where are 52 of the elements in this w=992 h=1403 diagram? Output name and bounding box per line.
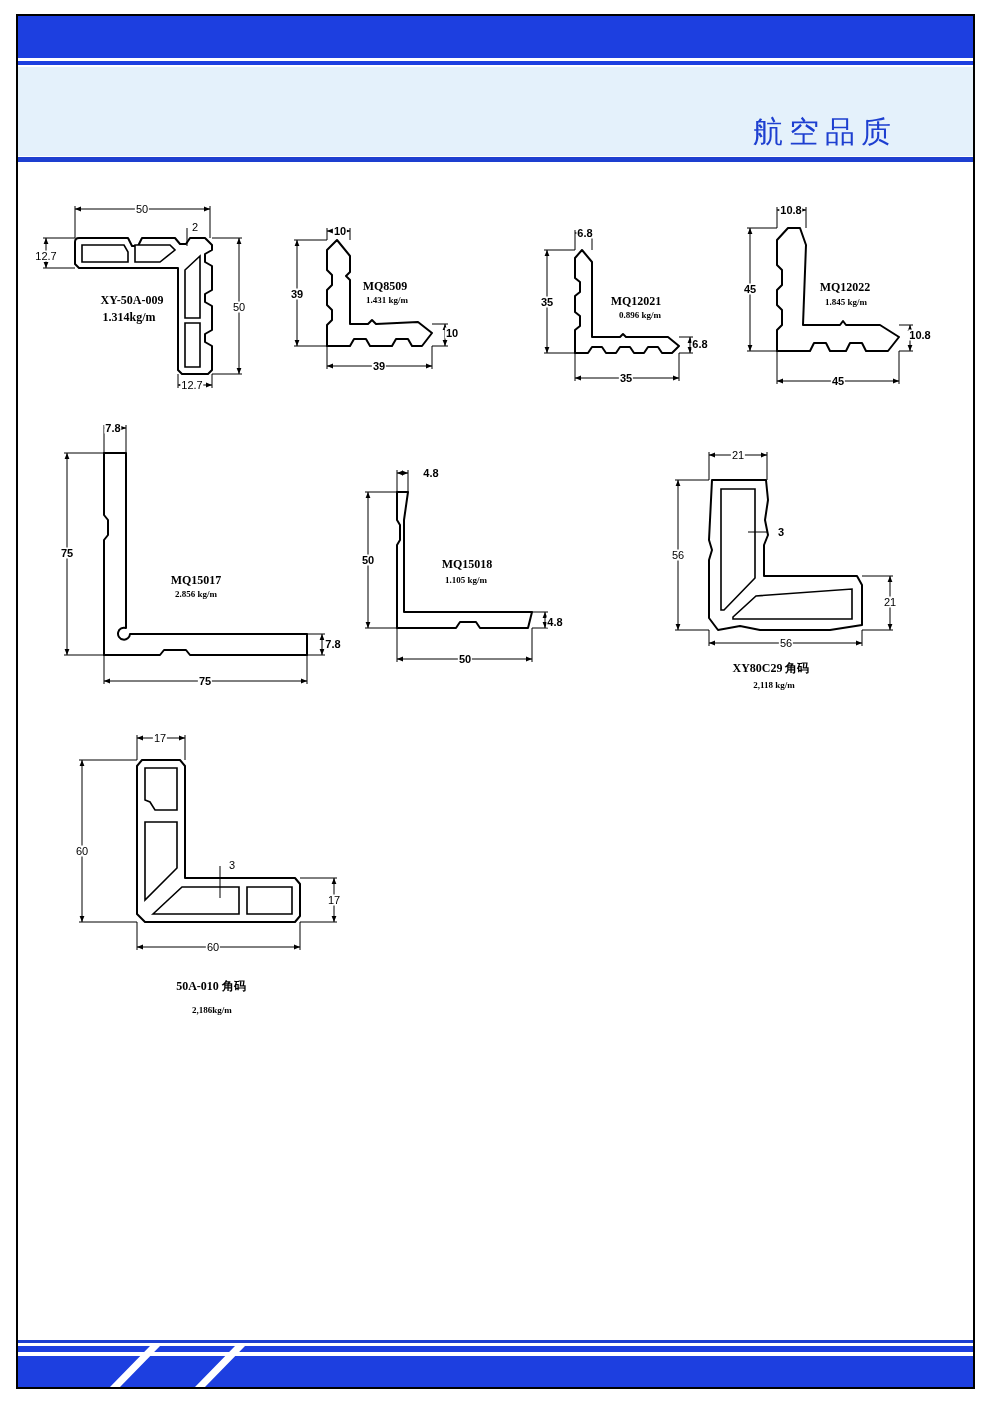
dimension-value: 7.8 [104,422,122,434]
model-number: XY80C29 角码 [731,662,811,674]
dimension-value: 75 [59,547,75,559]
dimension-value: 60 [205,941,221,953]
dimension-value: 2 [190,221,200,233]
dimension-value: 50 [360,554,376,566]
dimension-value: 12.7 [34,250,58,262]
model-number: MQ15018 [440,558,494,570]
weight-per-meter: 1.845 kg/m [824,297,868,307]
model-number: MQ12021 [609,295,663,307]
dimension-value: 10.8 [908,329,932,341]
dimension-value: 3 [227,859,237,871]
dimension-value: 17 [152,732,168,744]
dimension-value: 21 [730,449,746,461]
weight-per-meter: 1.105 kg/m [444,575,488,585]
dimension-value: 10.8 [779,204,803,216]
dimension-value: 45 [830,375,846,387]
model-number: 50A-010 角码 [175,980,247,992]
dimension-value: 45 [742,283,758,295]
weight-per-meter: 1.431 kg/m [365,295,409,305]
dimension-value: 6.8 [691,338,709,350]
dimension-value: 6.8 [576,227,594,239]
dimension-value: 4.8 [546,616,564,628]
model-number: MQ8509 [361,280,409,292]
dimension-value: 56 [778,637,794,649]
dimension-value: 10 [332,225,348,237]
dimension-value: 60 [74,845,90,857]
weight-per-meter: 2,118 kg/m [752,680,796,690]
dimension-value: 39 [371,360,387,372]
weight-per-meter: 2.856 kg/m [174,589,218,599]
dimension-value: 39 [289,288,305,300]
dimension-value: 50 [231,301,247,313]
model-number: 1.314kg/m [101,311,157,323]
model-number: MQ12022 [818,281,872,293]
dimension-value: 7.8 [324,638,342,650]
dimension-value: 35 [539,296,555,308]
dimension-value: 75 [197,675,213,687]
weight-per-meter: 0.896 kg/m [618,310,662,320]
dimension-value: 56 [670,549,686,561]
dimension-value: 50 [134,203,150,215]
slogan-text: 航空品质 [752,117,898,147]
dimension-value: 4.8 [422,467,440,479]
dimension-value: 10 [444,327,460,339]
dimension-value: 50 [457,653,473,665]
dimension-value: 17 [326,894,342,906]
dimension-value: 12.7 [180,379,204,391]
dimension-value: 3 [776,526,786,538]
dimension-value: 21 [882,596,898,608]
dimension-value: 35 [618,372,634,384]
model-number: MQ15017 [169,574,223,586]
model-number: XY-50A-009 [99,294,165,306]
weight-per-meter: 2,186kg/m [191,1005,233,1015]
